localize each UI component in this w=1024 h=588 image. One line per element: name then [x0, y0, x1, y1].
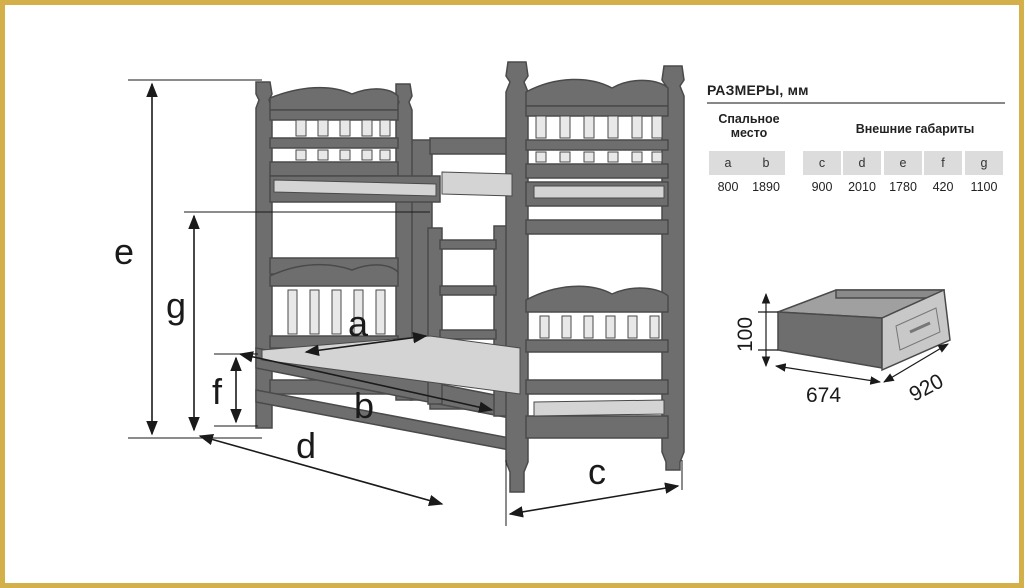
dimensions-panel: РАЗМЕРЫ, мм Спальное место Внешние габар…	[707, 82, 1005, 194]
dim-c	[508, 482, 680, 518]
drawer-height-label: 100	[734, 317, 757, 352]
lower-mattress-end	[533, 399, 665, 417]
drawer-dims	[758, 292, 949, 385]
lower-left-slats	[287, 289, 386, 335]
column-value-e: 1780	[889, 180, 917, 194]
label-b: b	[354, 385, 374, 426]
dim-drawer-depth	[883, 343, 949, 383]
column-value-f: 420	[932, 180, 954, 194]
lower-right-rail	[525, 339, 669, 353]
dim-b	[238, 351, 494, 413]
label-e: e	[114, 231, 134, 272]
drawer-front-panel	[895, 307, 941, 351]
lower-right-headboard	[525, 285, 669, 313]
drawer-width-label: 674	[806, 384, 841, 407]
column-value-g: 1100	[970, 180, 998, 194]
upper-left-headboard	[269, 86, 399, 111]
lower-right-foot-rail	[525, 415, 669, 439]
right-front-post-right	[661, 65, 685, 471]
column-value-a: 800	[717, 180, 739, 194]
column-header-a: a	[709, 151, 747, 175]
drawer-handle	[909, 321, 931, 334]
back-top-rail	[429, 137, 516, 155]
column-header-b: b	[747, 151, 785, 175]
upper-mattress-end	[533, 185, 665, 199]
upper-right-slats	[535, 115, 663, 163]
dim-drawer-width	[774, 363, 882, 385]
dim-d	[198, 433, 444, 507]
left-front-post	[255, 81, 273, 429]
upper-right-rail-2	[525, 139, 669, 151]
ladder-rung-3	[439, 329, 497, 340]
column-value-b: 1890	[752, 180, 780, 194]
upper-left-rail-3	[269, 161, 399, 177]
dim-a	[304, 332, 428, 356]
drawer-depth-label: 920	[906, 370, 948, 407]
column-value-c: 900	[811, 180, 833, 194]
lower-left-headboard	[269, 263, 399, 287]
upper-right-rail-3	[525, 163, 669, 179]
upper-mattress	[273, 179, 437, 197]
upper-left-rail-1	[269, 109, 399, 121]
external-header: Внешние габариты	[855, 122, 975, 136]
drawer-left-side	[777, 311, 883, 369]
ladder-rung-2	[439, 285, 497, 296]
column-value-d: 2010	[848, 180, 876, 194]
column-header-d: d	[843, 151, 881, 175]
upper-mattress-right	[441, 171, 513, 197]
ladder-rung-1	[439, 239, 497, 250]
column-header-f: f	[924, 151, 962, 175]
column-header-c: c	[803, 151, 841, 175]
upper-right-headboard	[525, 78, 669, 107]
label-a: a	[348, 303, 369, 344]
right-front-post-left	[505, 61, 529, 493]
dimension-lines	[128, 79, 683, 526]
lower-right-base	[525, 379, 669, 395]
panel-title: РАЗМЕРЫ, мм	[707, 82, 1005, 104]
upper-left-slats	[295, 119, 391, 161]
upper-right-rail-1	[525, 105, 669, 117]
upper-left-rail-2	[269, 137, 399, 149]
column-header-g: g	[965, 151, 1003, 175]
label-c: c	[588, 451, 606, 492]
drawer	[777, 288, 951, 372]
label-d: d	[296, 425, 316, 466]
column-header-e: e	[884, 151, 922, 175]
sleep-header: Спальное место	[718, 112, 780, 140]
right-mid-rail	[525, 219, 669, 235]
lower-right-slats	[539, 315, 660, 339]
label-g: g	[166, 285, 186, 326]
label-f: f	[212, 371, 223, 412]
